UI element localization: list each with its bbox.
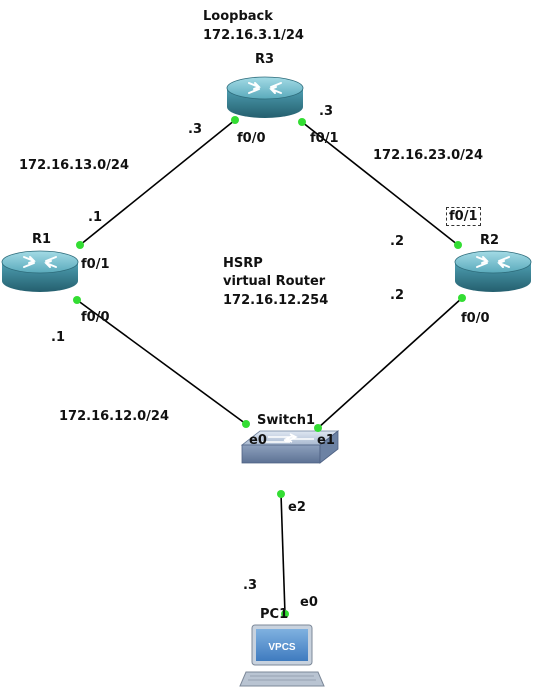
router-r2[interactable] [454,250,532,292]
vpcs-badge: VPCS [268,642,296,653]
port-r1-f00: f0/0 [81,310,110,325]
link-r1-r3[interactable] [79,119,236,246]
port-dot-r1-f01[interactable] [76,241,84,249]
link-r2-switch[interactable] [317,297,463,429]
port-r3-f00: f0/0 [237,131,266,146]
port-sw-e2: e2 [288,500,306,515]
host-r2-bottom: .2 [390,288,404,303]
hsrp-address: 172.16.12.254 [223,293,329,308]
switch-arrows-icon [262,433,314,443]
network-r2-r3: 172.16.23.0/24 [373,148,484,163]
port-r3-f01: f0/1 [310,131,339,146]
port-dot-sw-e1[interactable] [314,424,322,432]
port-r1-f01: f0/1 [81,257,110,272]
port-pc-e0: e0 [300,595,318,610]
port-dot-pc-e0[interactable] [281,610,289,618]
router-arrows-icon [248,82,282,94]
router-r1[interactable] [1,250,79,292]
loopback-title: Loopback [203,9,273,24]
router-r2-label: R2 [480,233,500,248]
links [76,119,463,615]
network-lan: 172.16.12.0/24 [59,409,170,424]
port-dot-sw-e0[interactable] [242,420,250,428]
port-dot-r2-f01[interactable] [454,241,462,249]
router-arrows-icon [476,256,510,268]
switch-1[interactable] [240,430,340,464]
pc-1-label: PC1 [260,607,289,622]
router-arrows-icon [23,256,57,268]
link-r3-r2[interactable] [301,121,459,246]
port-dot-sw-e2[interactable] [277,490,285,498]
router-r3-label: R3 [255,52,275,67]
host-pc: .3 [243,578,257,593]
link-switch-pc[interactable] [280,493,286,615]
port-dot-r2-f00[interactable] [458,294,466,302]
host-r1-top: .1 [88,210,102,225]
router-r1-label: R1 [32,232,52,247]
hsrp-label: HSRP [223,256,263,271]
host-r3-right: .3 [319,104,333,119]
host-r3-left: .3 [188,122,202,137]
port-dot-r3-f00[interactable] [231,116,239,124]
link-r1-switch[interactable] [76,299,247,425]
port-dots [73,116,466,618]
port-r2-f00: f0/0 [461,311,490,326]
port-dot-r1-f00[interactable] [73,296,81,304]
pc-1[interactable]: VPCS [239,624,325,687]
host-r1-bottom: .1 [51,330,65,345]
hsrp-virtual-router-label: virtual Router [223,274,326,289]
port-r2-f01: f0/1 [446,207,481,226]
port-sw-e0: e0 [249,433,267,448]
loopback-address: 172.16.3.1/24 [203,28,304,43]
host-r2-top: .2 [390,234,404,249]
switch-1-label: Switch1 [257,413,316,428]
port-dot-r3-f01[interactable] [298,118,306,126]
network-r1-r3: 172.16.13.0/24 [19,158,130,173]
router-r3[interactable] [226,76,304,118]
port-sw-e1: e1 [317,433,335,448]
